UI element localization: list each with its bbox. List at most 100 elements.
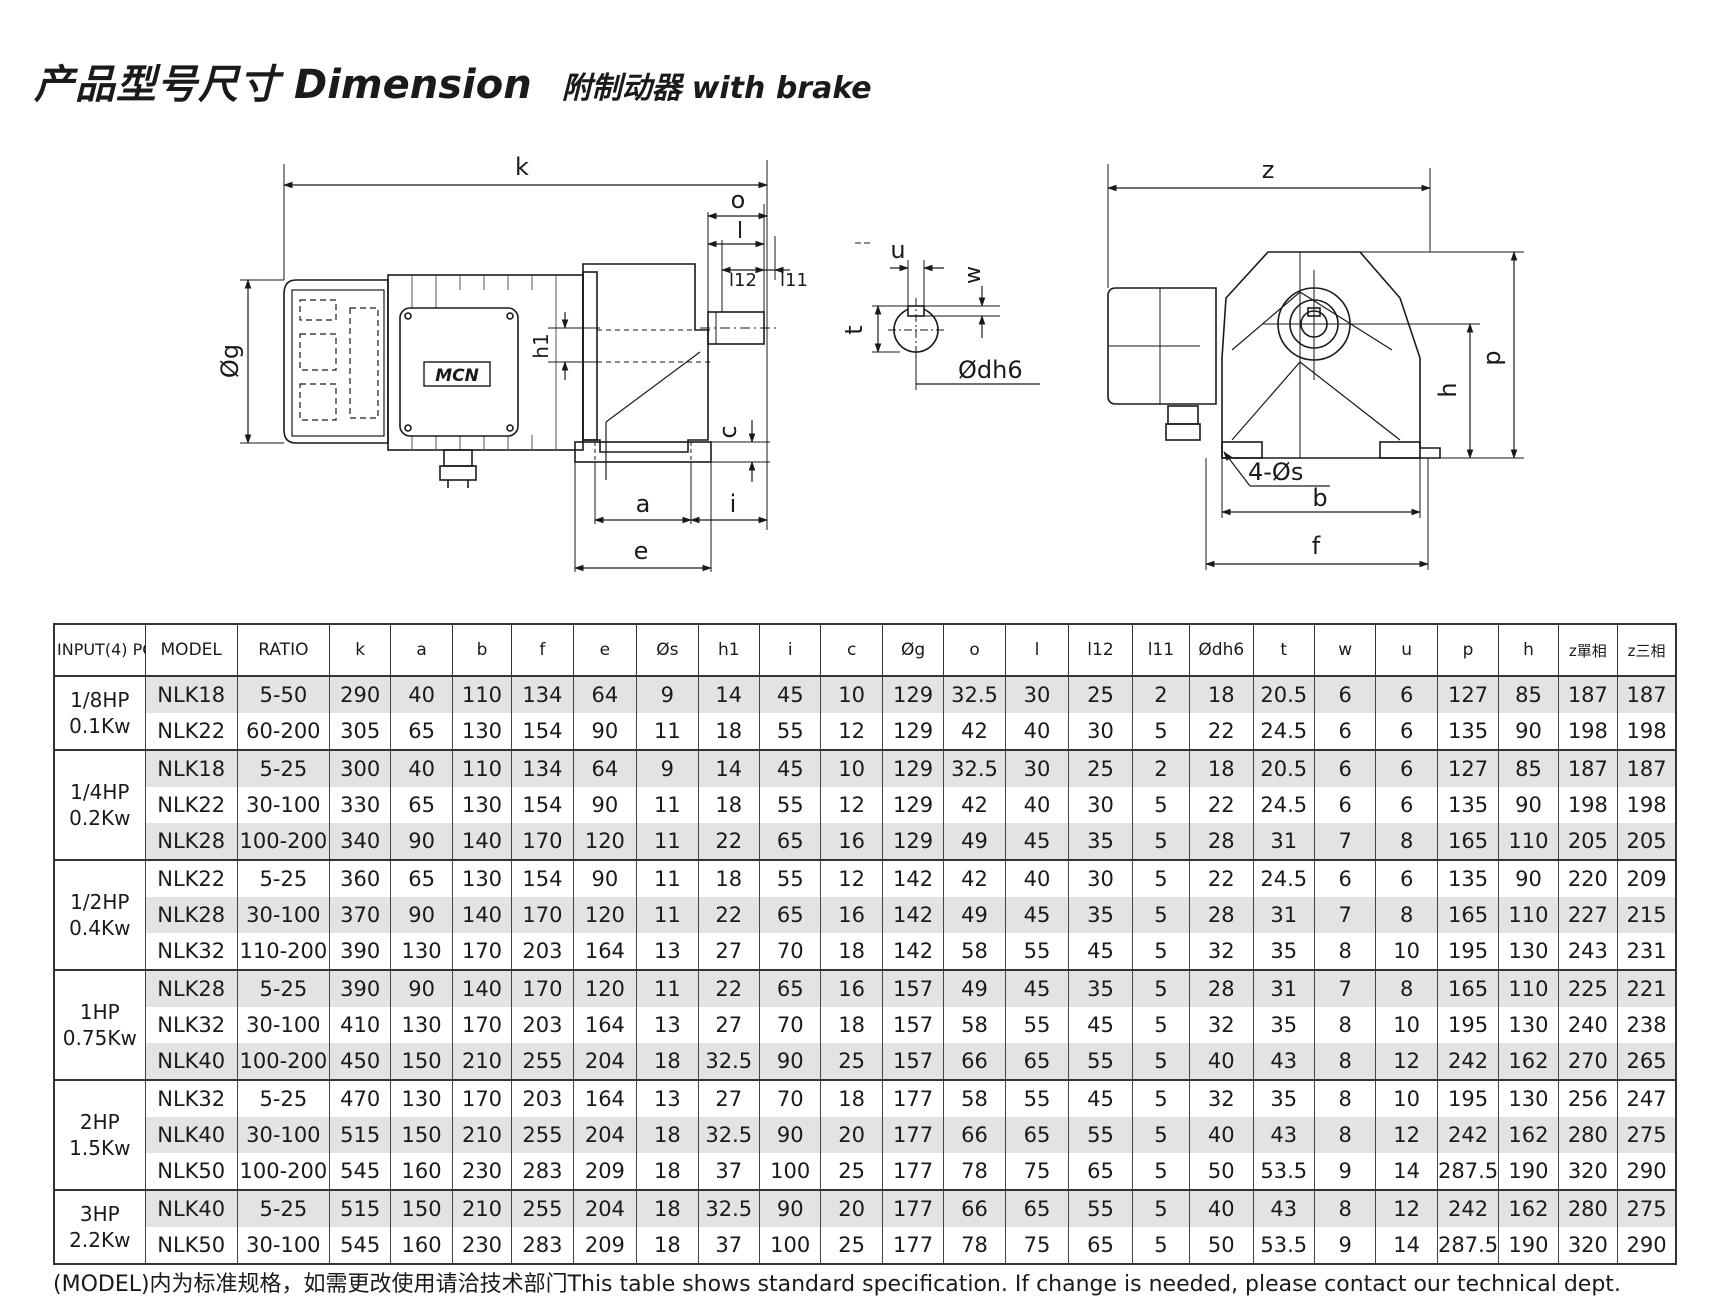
value-cell: 13 (636, 933, 699, 971)
value-cell: 65 (390, 859, 453, 897)
value-cell: 5 (1131, 713, 1191, 751)
value-cell: 134 (511, 749, 574, 787)
value-cell: 11 (636, 713, 699, 751)
value-cell: 283 (511, 1227, 574, 1265)
table-header-row: INPUT(4) POWER MODEL RATIO k a b f e Øs … (53, 623, 1677, 677)
value-cell: 5 (1131, 823, 1191, 861)
value-cell: 58 (943, 1079, 1006, 1117)
col-header-e: e (572, 623, 638, 677)
value-cell: 100 (758, 1153, 822, 1191)
value-cell: 11 (636, 859, 699, 897)
label-u: u (890, 236, 905, 264)
value-cell: 22 (1189, 787, 1254, 823)
value-cell: 190 (1498, 1153, 1559, 1191)
subtitle-cn: 附制动器 (561, 71, 682, 106)
value-cell: 110 (1498, 897, 1559, 933)
value-cell: 320 (1557, 1227, 1619, 1265)
value-cell: 127 (1436, 675, 1500, 713)
subtitle-en: with brake (691, 71, 872, 106)
col-header-o: o (943, 623, 1006, 677)
value-cell: 55 (758, 859, 822, 897)
value-cell: 16 (820, 969, 883, 1007)
value-cell: 8 (1375, 823, 1438, 861)
value-cell: 27 (697, 933, 761, 971)
value-cell: 198 (1617, 713, 1677, 751)
value-cell: 8 (1313, 1079, 1377, 1117)
value-cell: 65 (758, 969, 822, 1007)
value-cell: 8 (1313, 933, 1377, 971)
power-hp: 3HP (79, 1202, 120, 1226)
value-cell: 410 (328, 1007, 392, 1043)
value-cell: 32 (1189, 933, 1254, 971)
gearbox-body (582, 263, 709, 453)
model-cell: NLK22 (144, 713, 238, 751)
value-cell: 198 (1617, 787, 1677, 823)
value-cell: 18 (636, 1227, 699, 1265)
value-cell: 40 (390, 749, 453, 787)
value-cell: 30 (1068, 859, 1133, 897)
value-cell: 130 (1498, 1007, 1559, 1043)
value-cell: 65 (1068, 1227, 1133, 1265)
value-cell: 30 (1068, 787, 1133, 823)
value-cell: 110 (451, 749, 513, 787)
value-cell: 45 (1004, 897, 1070, 933)
value-cell: 230 (451, 1227, 513, 1265)
value-cell: 10 (1375, 933, 1438, 971)
value-cell: 154 (511, 713, 574, 751)
value-cell: 12 (1375, 1117, 1438, 1153)
ratio-cell: 30-100 (236, 1007, 330, 1043)
value-cell: 160 (390, 1227, 453, 1265)
value-cell: 162 (1498, 1117, 1559, 1153)
value-cell: 55 (1004, 1007, 1070, 1043)
value-cell: 177 (881, 1079, 945, 1117)
value-cell: 11 (636, 969, 699, 1007)
model-cell: NLK50 (144, 1153, 238, 1191)
value-cell: 129 (881, 823, 945, 861)
value-cell: 90 (572, 713, 638, 751)
value-cell: 450 (328, 1043, 392, 1081)
value-cell: 130 (451, 787, 513, 823)
value-cell: 5 (1131, 1189, 1191, 1227)
value-cell: 90 (1498, 713, 1559, 751)
label-o: o (731, 186, 746, 214)
value-cell: 230 (451, 1153, 513, 1191)
value-cell: 238 (1617, 1007, 1677, 1043)
col-header-ratio: RATIO (236, 623, 330, 677)
value-cell: 300 (328, 749, 392, 787)
value-cell: 287.5 (1436, 1227, 1500, 1265)
value-cell: 18 (636, 1153, 699, 1191)
value-cell: 227 (1557, 897, 1619, 933)
power-kw: 0.4Kw (69, 916, 131, 940)
value-cell: 9 (1313, 1227, 1377, 1265)
value-cell: 9 (636, 749, 699, 787)
power-kw: 2.2Kw (69, 1228, 131, 1252)
value-cell: 231 (1617, 933, 1677, 971)
value-cell: 5 (1131, 1079, 1191, 1117)
col-header-a: a (390, 623, 453, 677)
value-cell: 160 (390, 1153, 453, 1191)
ratio-cell: 30-100 (236, 787, 330, 823)
ratio-cell: 5-25 (236, 969, 330, 1007)
value-cell: 32.5 (697, 1117, 761, 1153)
value-cell: 170 (451, 933, 513, 971)
value-cell: 35 (1068, 897, 1133, 933)
value-cell: 70 (758, 1007, 822, 1043)
value-cell: 10 (820, 675, 883, 713)
value-cell: 31 (1252, 823, 1315, 861)
value-cell: 209 (572, 1153, 638, 1191)
col-header-g: Øg (881, 623, 945, 677)
value-cell: 164 (572, 1007, 638, 1043)
value-cell: 177 (881, 1117, 945, 1153)
ratio-cell: 5-25 (236, 1189, 330, 1227)
value-cell: 5 (1131, 1043, 1191, 1081)
value-cell: 31 (1252, 969, 1315, 1007)
value-cell: 66 (943, 1117, 1006, 1153)
value-cell: 75 (1004, 1227, 1070, 1265)
value-cell: 90 (758, 1117, 822, 1153)
ratio-cell: 100-200 (236, 823, 330, 861)
ratio-cell: 110-200 (236, 933, 330, 971)
value-cell: 20.5 (1252, 675, 1315, 713)
